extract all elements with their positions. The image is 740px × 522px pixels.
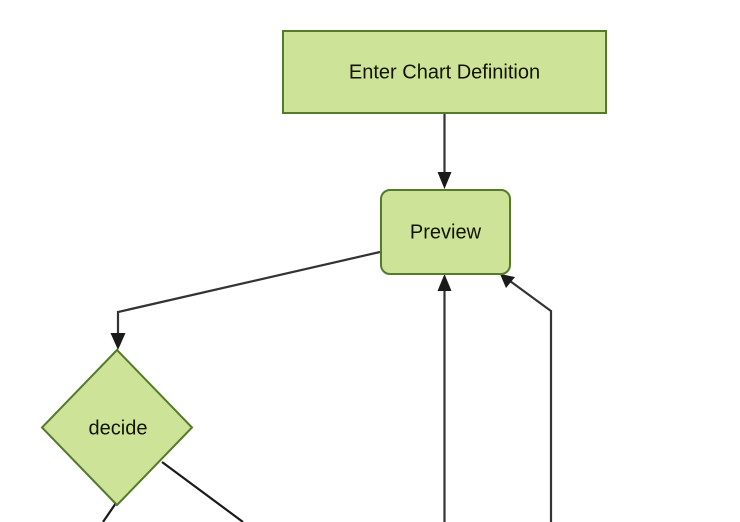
node-enter-chart-definition[interactable]: Enter Chart Definition bbox=[282, 30, 607, 114]
edge-decide-right-out[interactable] bbox=[161, 461, 244, 522]
node-preview-shape bbox=[380, 189, 511, 275]
node-decide-shape bbox=[40, 348, 194, 507]
arrow-head-icon bbox=[500, 274, 515, 288]
node-preview-label: Preview bbox=[410, 221, 482, 243]
edge-decide-bottom-out-line bbox=[102, 502, 117, 522]
edge-group bbox=[102, 113, 553, 522]
arrow-head-icon bbox=[437, 172, 452, 189]
node-enter-chart-definition-label: Enter Chart Definition bbox=[349, 61, 540, 83]
edge-lower-right-to-preview[interactable] bbox=[500, 274, 553, 522]
edge-lower-center-to-preview[interactable] bbox=[437, 274, 452, 522]
edge-decide-right-out-line bbox=[161, 461, 244, 522]
edge-decide-bottom-out[interactable] bbox=[102, 502, 117, 522]
arrow-head-icon bbox=[110, 333, 126, 350]
node-preview[interactable]: Preview bbox=[380, 189, 511, 275]
node-enter-chart-definition-shape bbox=[282, 30, 607, 114]
edge-lower-right-to-preview-line bbox=[509, 280, 553, 522]
edge-preview-to-decide-line bbox=[116, 250, 381, 337]
arrow-head-icon bbox=[437, 274, 452, 291]
node-decide[interactable]: decide bbox=[40, 348, 194, 507]
node-decide-label: decide bbox=[89, 417, 148, 439]
edge-enter-to-preview[interactable] bbox=[437, 113, 452, 189]
edge-preview-to-decide[interactable] bbox=[110, 250, 381, 350]
